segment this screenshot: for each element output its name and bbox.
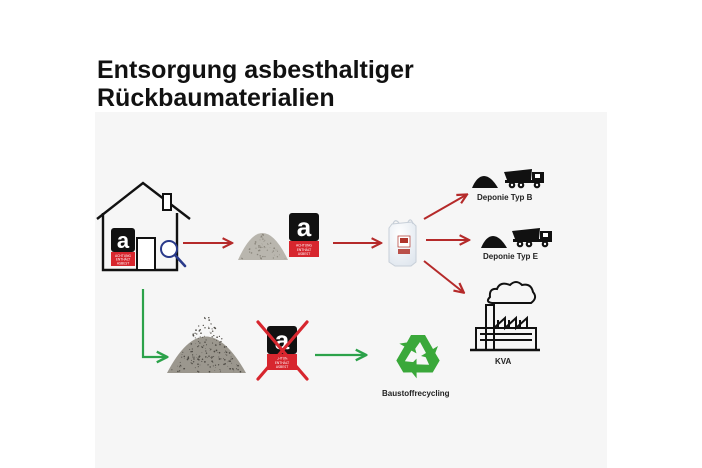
arrow-bag-to-deponie-b xyxy=(423,195,466,220)
svg-text:a: a xyxy=(117,228,130,253)
asbestos-badge-crossed-icon: a ACHTUNG ENTHÄLT ASBEST xyxy=(256,320,309,381)
house-icon xyxy=(96,181,191,272)
svg-text:ASBEST: ASBEST xyxy=(276,365,288,369)
dump-truck-icon xyxy=(512,228,552,248)
dirt-pile-icon xyxy=(481,236,507,248)
magnifier-icon xyxy=(160,240,187,268)
label-baustoffrecycling: Baustoffrecycling xyxy=(382,389,450,398)
asbestos-badge-icon: a ACHTUNG ENTHÄLT ASBEST xyxy=(289,212,319,257)
svg-text:ENTHÄLT: ENTHÄLT xyxy=(116,257,130,262)
label-deponie-typ-b: Deponie Typ B xyxy=(477,193,533,202)
label-kva: KVA xyxy=(495,357,512,366)
gravel-pile-icon xyxy=(167,316,246,373)
svg-text:ACHTUNG: ACHTUNG xyxy=(274,357,290,361)
svg-text:ASBEST: ASBEST xyxy=(117,261,129,265)
page-title: Entsorgung asbesthaltiger Rückbaumateria… xyxy=(97,56,414,112)
arrow-bag-to-kva xyxy=(423,260,463,292)
title-line-1: Entsorgung asbesthaltiger xyxy=(97,56,414,84)
svg-text:ENTHÄLT: ENTHÄLT xyxy=(297,247,311,252)
incinerator-plant-icon xyxy=(470,281,540,352)
recycle-icon xyxy=(389,335,443,384)
svg-text:ACHTUNG: ACHTUNG xyxy=(296,244,312,248)
svg-text:ENTHÄLT: ENTHÄLT xyxy=(275,360,289,365)
svg-text:ACHTUNG: ACHTUNG xyxy=(115,254,131,258)
dirt-pile-icon xyxy=(472,176,498,188)
title-line-2: Rückbaumaterialien xyxy=(97,84,335,112)
svg-text:a: a xyxy=(297,212,312,242)
bigbag-icon xyxy=(388,219,417,267)
gravel-pile-icon xyxy=(238,233,288,260)
dump-truck-icon xyxy=(504,169,544,189)
asbestos-badge-icon: a ACHTUNG ENTHÄLT ASBEST xyxy=(111,228,135,266)
arrow-house-to-rubble xyxy=(141,289,166,357)
label-deponie-typ-e: Deponie Typ E xyxy=(483,252,538,261)
svg-text:ASBEST: ASBEST xyxy=(298,252,310,256)
